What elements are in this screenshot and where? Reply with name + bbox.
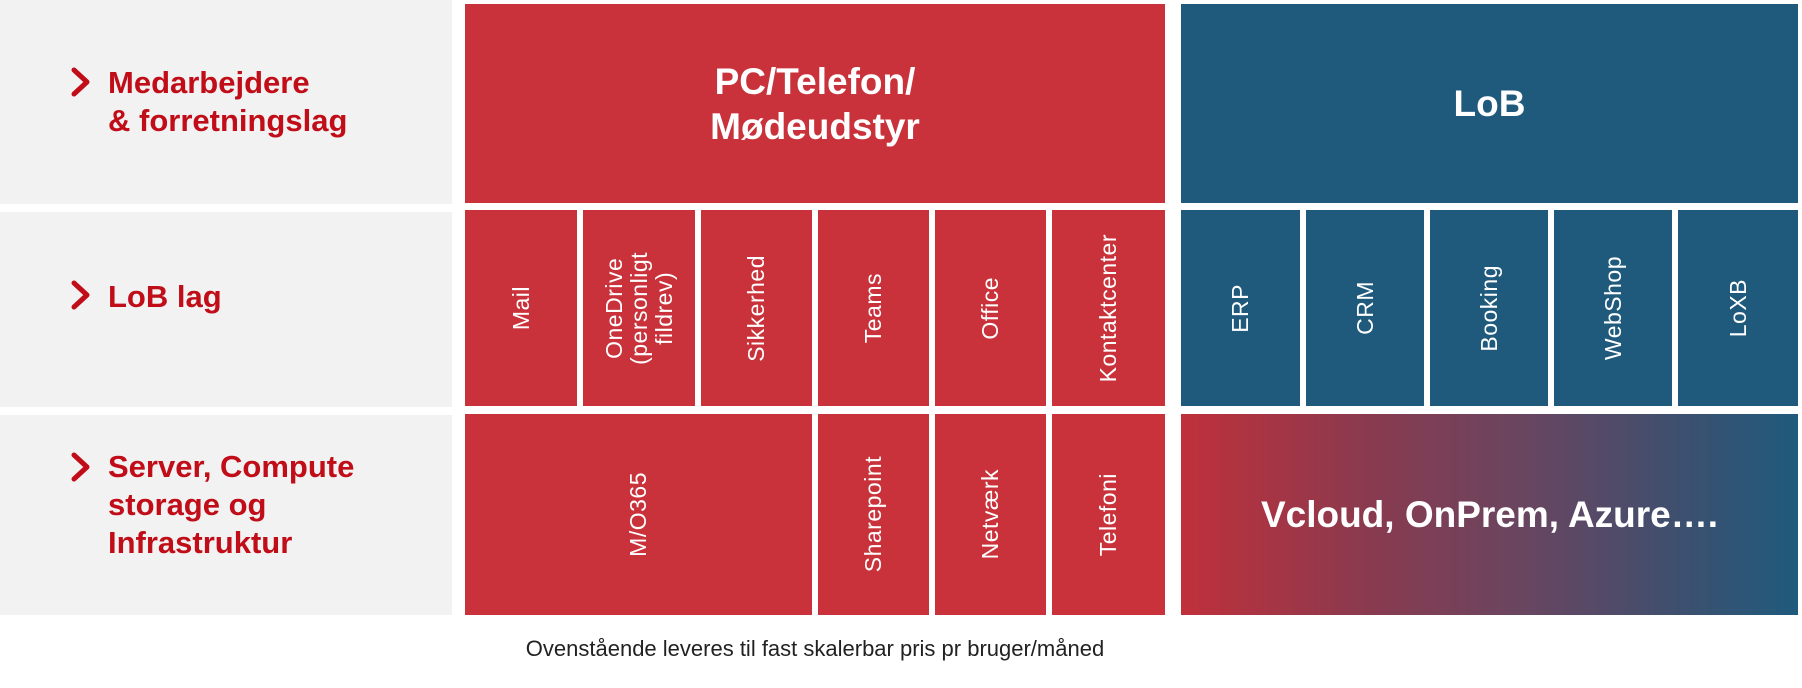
row-label-lob-lag: LoB lag — [0, 212, 452, 407]
cell-webshop: WebShop — [1554, 210, 1672, 406]
cell-telefoni: Telefoni — [1052, 414, 1165, 615]
cell-label: Kontaktcenter — [1095, 233, 1121, 383]
lob-title: LoB — [1453, 83, 1526, 124]
cell-label: Netværk — [977, 469, 1003, 560]
cell-kontaktcenter: Kontaktcenter — [1052, 210, 1165, 406]
cell-sikkerhed: Sikkerhed — [701, 210, 812, 406]
cell-label: Teams — [860, 272, 886, 344]
row-label-line: Server, Compute — [108, 449, 355, 484]
cell-crm: CRM — [1306, 210, 1424, 406]
cell-label: ERP — [1227, 283, 1253, 333]
cell-label: LoXB — [1724, 278, 1751, 338]
row-label-line: & forretningslag — [108, 103, 348, 138]
chevron-right-icon — [71, 452, 90, 482]
cell-onedrive: OneDrive (personligt fildrev) — [583, 210, 695, 406]
cell-label: Sharepoint — [860, 456, 886, 573]
cell-label: Office — [977, 276, 1003, 340]
cell-label: Telefoni — [1095, 472, 1121, 557]
cell-mail: Mail — [465, 210, 577, 406]
cell-m-o365: M/O365 — [465, 414, 812, 615]
row-label-line: storage og — [108, 487, 267, 522]
row-label-line: Infrastruktur — [108, 525, 293, 560]
footnote: Ovenstående leveres til fast skalerbar p… — [525, 636, 1105, 661]
cloud-box: Vcloud, OnPrem, Azure…. — [1181, 414, 1798, 615]
lob-box: LoB — [1181, 4, 1798, 203]
cell-label: WebShop — [1599, 255, 1626, 361]
row-label-text: Medarbejdere & forretningslag — [108, 64, 347, 140]
cell-label: Booking — [1475, 264, 1502, 352]
title-line: PC/Telefon/ — [714, 60, 916, 102]
cell-label: Sikkerhed — [743, 254, 769, 362]
row-label-text: LoB lag — [108, 278, 222, 316]
cell-teams: Teams — [818, 210, 929, 406]
cell-booking: Booking — [1430, 210, 1548, 406]
cell-office: Office — [935, 210, 1046, 406]
cell-netvaerk: Netværk — [935, 414, 1046, 615]
cell-loxb: LoXB — [1678, 210, 1798, 406]
cell-label: Mail — [507, 285, 534, 331]
row-label-line: LoB lag — [108, 279, 222, 314]
cell-erp: ERP — [1181, 210, 1300, 406]
cell-sharepoint: Sharepoint — [818, 414, 929, 615]
title-line: Mødeudstyr — [710, 105, 920, 147]
chevron-right-icon — [71, 67, 90, 97]
row-label-line: Medarbejdere — [108, 65, 310, 100]
cell-label: OneDrive (personligt fildrev) — [600, 251, 677, 365]
row-label-server: Server, Compute storage og Infrastruktur — [0, 415, 452, 615]
cell-label: CRM — [1351, 281, 1378, 335]
cloud-title: Vcloud, OnPrem, Azure…. — [1260, 494, 1719, 535]
pc-telefon-title: PC/Telefon/ Mødeudstyr — [710, 59, 920, 149]
row-label-text: Server, Compute storage og Infrastruktur — [108, 448, 354, 562]
pc-telefon-box: PC/Telefon/ Mødeudstyr — [465, 4, 1165, 203]
chevron-right-icon — [71, 280, 90, 310]
row-label-medarbejdere: Medarbejdere & forretningslag — [0, 0, 452, 204]
cell-label: M/O365 — [625, 472, 651, 557]
